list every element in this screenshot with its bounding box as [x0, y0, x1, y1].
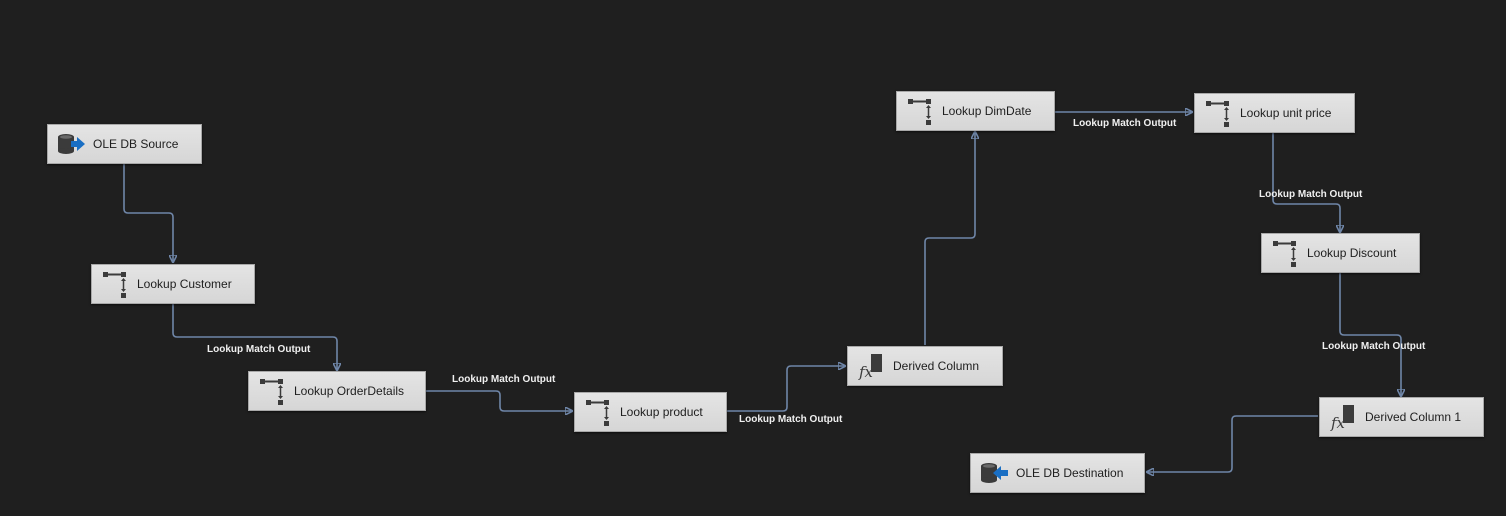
node-label: Lookup Customer — [137, 277, 232, 291]
database-destination-icon — [976, 455, 1012, 491]
node-lookup-orderdetails[interactable]: Lookup OrderDetails — [248, 371, 426, 411]
connector-derived1-to-destination[interactable] — [1147, 415, 1318, 472]
node-derived-column[interactable]: fx Derived Column — [847, 346, 1003, 386]
node-label: Lookup DimDate — [942, 104, 1032, 118]
node-lookup-product[interactable]: Lookup product — [574, 392, 727, 432]
node-label: Derived Column 1 — [1365, 410, 1462, 424]
derived-column-icon: fx — [853, 348, 889, 384]
node-label: Derived Column — [893, 359, 980, 373]
connector-source-to-customer[interactable] — [123, 164, 173, 262]
connector-orderdetails-to-product[interactable] — [426, 390, 572, 411]
node-label: Lookup Discount — [1307, 246, 1397, 260]
edge-label-product-derived: Lookup Match Output — [739, 414, 843, 425]
node-ole-db-source[interactable]: OLE DB Source — [47, 124, 202, 164]
edge-label-unitprice-discount: Lookup Match Output — [1259, 189, 1363, 200]
node-lookup-discount[interactable]: Lookup Discount — [1261, 233, 1420, 273]
edge-label-discount-derived1: Lookup Match Output — [1322, 341, 1426, 352]
node-label: Lookup OrderDetails — [294, 384, 405, 398]
lookup-icon — [1200, 95, 1236, 131]
connector-customer-to-orderdetails[interactable] — [172, 304, 337, 370]
node-label: Lookup unit price — [1240, 106, 1332, 120]
derived-column-icon: fx — [1325, 399, 1361, 435]
edge-label-customer-orderdetails: Lookup Match Output — [207, 344, 311, 355]
lookup-icon — [97, 266, 133, 302]
lookup-icon — [902, 93, 938, 129]
node-ole-db-destination[interactable]: OLE DB Destination — [970, 453, 1145, 493]
connector-discount-to-derived1[interactable] — [1339, 273, 1401, 396]
edge-label-dimdate-unitprice: Lookup Match Output — [1073, 118, 1177, 129]
connector-unitprice-to-discount[interactable] — [1272, 133, 1340, 232]
lookup-icon — [254, 373, 290, 409]
node-lookup-customer[interactable]: Lookup Customer — [91, 264, 255, 304]
edge-label-orderdetails-product: Lookup Match Output — [452, 374, 556, 385]
svg-text:fx: fx — [858, 363, 874, 380]
lookup-icon — [1267, 235, 1303, 271]
node-lookup-dimdate[interactable]: Lookup DimDate — [896, 91, 1055, 131]
database-source-icon — [53, 126, 89, 162]
lookup-icon — [580, 394, 616, 430]
node-label: Lookup product — [620, 405, 703, 419]
node-label: OLE DB Destination — [1016, 466, 1124, 480]
node-lookup-unit-price[interactable]: Lookup unit price — [1194, 93, 1355, 133]
node-label: OLE DB Source — [93, 137, 179, 151]
svg-text:fx: fx — [1330, 414, 1346, 431]
connector-product-to-derived[interactable] — [727, 366, 845, 412]
node-derived-column-1[interactable]: fx Derived Column 1 — [1319, 397, 1484, 437]
connector-derived-to-dimdate[interactable] — [924, 132, 975, 345]
